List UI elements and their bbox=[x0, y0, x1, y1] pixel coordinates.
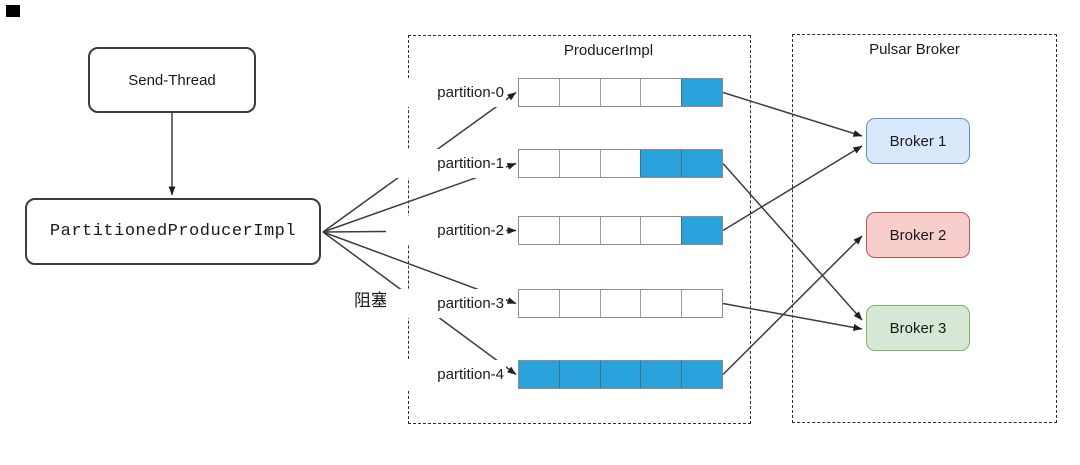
queue-cell-empty bbox=[558, 79, 600, 106]
queue-cell-filled bbox=[640, 361, 682, 388]
edge-partition-3-to-broker-3 bbox=[722, 302, 863, 331]
partition-0-queue bbox=[518, 78, 723, 107]
queue-cell-empty bbox=[640, 290, 682, 317]
queue-cell-empty bbox=[681, 290, 722, 317]
queue-cell-filled bbox=[558, 361, 600, 388]
queue-cell-filled bbox=[599, 361, 641, 388]
broker-3-box: Broker 3 bbox=[866, 305, 970, 351]
partitioned-producer-box: PartitionedProducerImpl bbox=[25, 198, 321, 265]
partition-4-label: partition-4 bbox=[386, 360, 506, 389]
broker-1-label: Broker 1 bbox=[889, 132, 947, 150]
queue-cell-empty bbox=[558, 217, 600, 244]
partition-3-label: partition-3 bbox=[386, 289, 506, 318]
send-thread-label: Send-Thread bbox=[128, 71, 216, 89]
queue-cell-empty bbox=[599, 290, 641, 317]
pulsar-broker-title: Pulsar Broker bbox=[869, 41, 960, 58]
partition-1-queue bbox=[518, 149, 723, 178]
queue-cell-empty bbox=[599, 79, 641, 106]
partition-0-label: partition-0 bbox=[386, 78, 506, 107]
queue-cell-filled bbox=[681, 361, 722, 388]
queue-cell-filled bbox=[519, 361, 559, 388]
producer-impl-title: ProducerImpl bbox=[563, 42, 654, 59]
partition-2-label: partition-2 bbox=[386, 216, 506, 245]
queue-cell-empty bbox=[558, 290, 600, 317]
queue-cell-empty bbox=[519, 79, 559, 106]
blocking-label: 阻塞 bbox=[354, 291, 388, 310]
queue-cell-empty bbox=[558, 150, 600, 177]
send-thread-box: Send-Thread bbox=[88, 47, 256, 113]
broker-2-label: Broker 2 bbox=[889, 226, 947, 244]
partition-1-label: partition-1 bbox=[386, 149, 506, 178]
edge-partition-4-to-broker-2 bbox=[722, 235, 863, 376]
partitioned-producer-label: PartitionedProducerImpl bbox=[49, 222, 297, 241]
partition-2-queue bbox=[518, 216, 723, 245]
queue-cell-filled bbox=[640, 150, 682, 177]
partition-3-queue bbox=[518, 289, 723, 318]
queue-cell-empty bbox=[599, 217, 641, 244]
queue-cell-empty bbox=[519, 217, 559, 244]
broker-2-box: Broker 2 bbox=[866, 212, 970, 258]
pulsar-broker-container: Pulsar Broker bbox=[792, 34, 1057, 423]
queue-cell-empty bbox=[519, 150, 559, 177]
edge-partition-2-to-broker-1 bbox=[722, 145, 863, 232]
edge-partition-0-to-broker-1 bbox=[722, 91, 863, 137]
queue-cell-empty bbox=[640, 79, 682, 106]
queue-cell-empty bbox=[519, 290, 559, 317]
queue-cell-filled bbox=[681, 79, 722, 106]
partition-4-queue bbox=[518, 360, 723, 389]
broker-3-label: Broker 3 bbox=[889, 319, 947, 337]
queue-cell-empty bbox=[599, 150, 641, 177]
edge-partition-1-to-broker-3 bbox=[722, 163, 863, 321]
queue-cell-filled bbox=[681, 150, 722, 177]
queue-cell-empty bbox=[640, 217, 682, 244]
corner-mark bbox=[6, 5, 20, 17]
broker-1-box: Broker 1 bbox=[866, 118, 970, 164]
queue-cell-filled bbox=[681, 217, 722, 244]
